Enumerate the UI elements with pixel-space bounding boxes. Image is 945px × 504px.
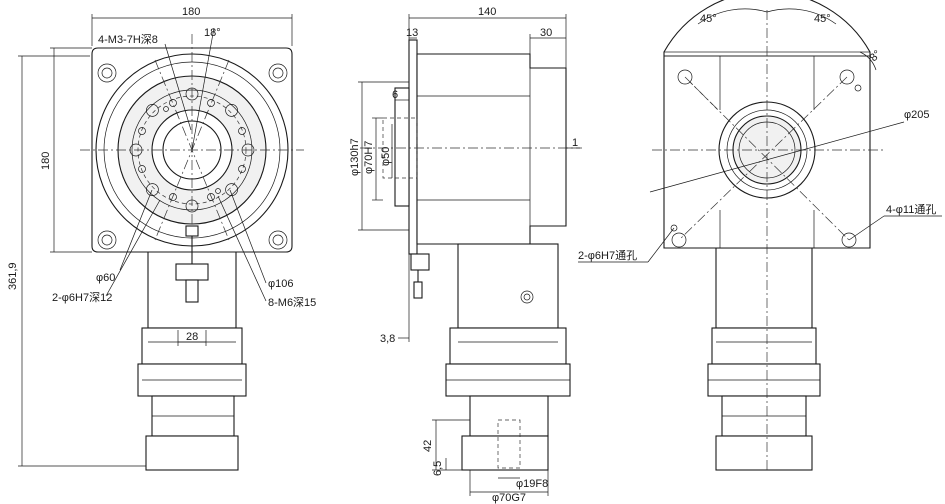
side-spigot-dim: 6 bbox=[392, 89, 398, 101]
rear-dia-205-dim: φ205 bbox=[904, 109, 930, 121]
rear-through-holes-note: 4-φ11通孔 bbox=[886, 203, 936, 216]
front-height-dim: 180 bbox=[40, 152, 52, 170]
side-runout-dim: 1 bbox=[572, 137, 578, 149]
side-view bbox=[358, 14, 582, 496]
rear-view bbox=[578, 0, 942, 471]
pin-holes-note: 2-φ6H7深12 bbox=[52, 291, 112, 304]
side-flange-dim: 13 bbox=[406, 27, 418, 39]
side-shaft-len-dim: 42 bbox=[422, 440, 434, 452]
rear-pin-through-note: 2-φ6H7通孔 bbox=[578, 249, 637, 262]
rear-angle-a: 45° bbox=[700, 13, 717, 25]
side-dia-50-dim: φ50 bbox=[380, 147, 392, 166]
rear-angle-b: 45° bbox=[814, 13, 831, 25]
front-angle-dim: 18° bbox=[204, 27, 221, 39]
bolt-circle-dim: φ60 bbox=[96, 272, 115, 284]
side-offset-dim: 30 bbox=[540, 27, 552, 39]
side-motor-adapter bbox=[457, 243, 559, 329]
tap-holes-note: 4-M3-7H深8 bbox=[98, 33, 158, 46]
bolt-holes-note: 8-M6深15 bbox=[268, 296, 316, 309]
side-flange-plate bbox=[408, 39, 418, 255]
pcd-dim: φ106 bbox=[268, 278, 294, 290]
motor-end bbox=[145, 435, 239, 471]
slot-width-dim: 28 bbox=[186, 331, 198, 343]
front-width-dim: 180 bbox=[182, 6, 200, 18]
side-dia-70-dim: φ70H7 bbox=[363, 141, 375, 174]
side-gap-dim: 3,8 bbox=[380, 333, 395, 345]
rear-motor-end bbox=[715, 435, 813, 471]
side-housing bbox=[416, 53, 567, 245]
side-dia-130-dim: φ130h7 bbox=[349, 138, 361, 176]
side-shaft-step-dim: 6,5 bbox=[432, 461, 444, 476]
side-dia-19-dim: φ19F8 bbox=[516, 478, 548, 490]
side-motor-end bbox=[461, 435, 549, 471]
front-view bbox=[18, 14, 304, 471]
side-length-dim: 140 bbox=[478, 6, 496, 18]
front-total-height-dim: 361,9 bbox=[7, 262, 19, 290]
motor-ring bbox=[141, 327, 243, 365]
side-dia-70g-dim: φ70G7 bbox=[492, 492, 526, 504]
